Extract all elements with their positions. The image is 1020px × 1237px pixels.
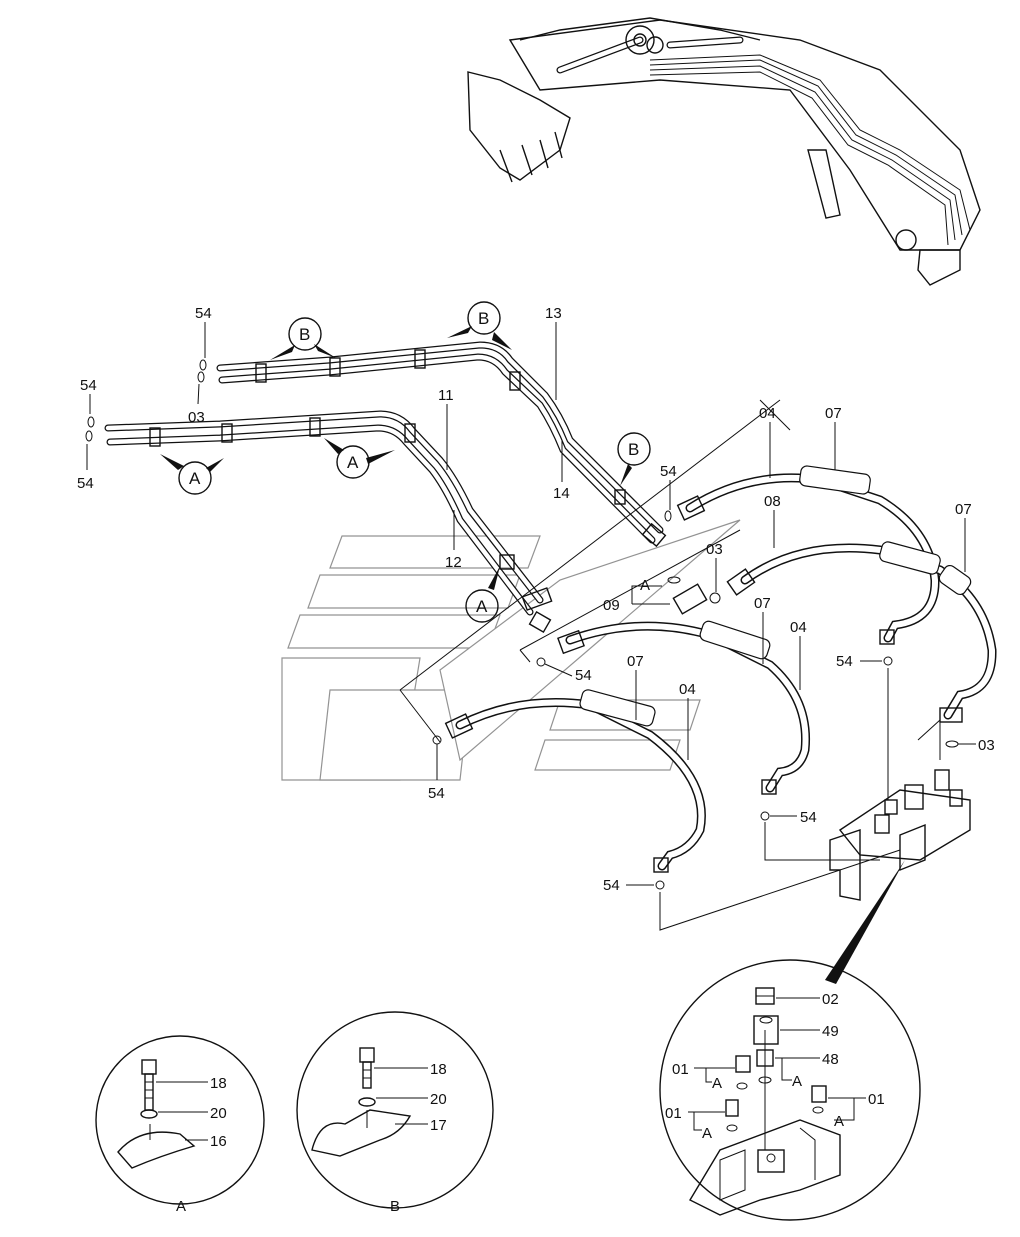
label-54-bottom: 54 bbox=[603, 877, 620, 894]
callout-b-right: B bbox=[628, 440, 639, 459]
detail-a-01-left: A bbox=[712, 1075, 722, 1092]
label-09: 09 bbox=[603, 597, 620, 614]
detail-b-clamp: 18 20 17 B bbox=[296, 1011, 494, 1215]
label-09-a: A bbox=[640, 577, 650, 594]
detail-a-48: A bbox=[792, 1073, 802, 1090]
detail-a-01-right: A bbox=[834, 1113, 844, 1130]
pipe-labels: 13 14 11 12 54 03 54 54 bbox=[77, 305, 570, 571]
assembly-lines bbox=[399, 399, 941, 931]
label-13: 13 bbox=[545, 305, 562, 322]
label-03-top: 03 bbox=[188, 409, 205, 426]
detail-b-label-20: 20 bbox=[430, 1091, 447, 1108]
detail-a-label-18: 18 bbox=[210, 1075, 227, 1092]
label-54-left-bottom: 54 bbox=[77, 475, 94, 492]
detail-label-48: 48 bbox=[822, 1051, 839, 1068]
detail-label-49: 49 bbox=[822, 1023, 839, 1040]
detail-b-label-18: 18 bbox=[430, 1061, 447, 1078]
label-04-low: 04 bbox=[679, 681, 696, 698]
label-07-top: 07 bbox=[825, 405, 842, 422]
label-07-mid: 07 bbox=[754, 595, 771, 612]
label-54-valve: 54 bbox=[800, 809, 817, 826]
callouts: B B B A A A bbox=[160, 301, 651, 623]
label-03-right: 03 bbox=[978, 737, 995, 754]
detail-label-01-left: 01 bbox=[672, 1061, 689, 1078]
detail-pointer bbox=[825, 860, 905, 984]
detail-label-01-right: 01 bbox=[868, 1091, 885, 1108]
callout-a-left: A bbox=[189, 469, 201, 488]
label-12: 12 bbox=[445, 554, 462, 571]
label-54-mid: 54 bbox=[575, 667, 592, 684]
label-07-low: 07 bbox=[627, 653, 644, 670]
label-54-left-top: 54 bbox=[80, 377, 97, 394]
detail-a-clamp: 18 20 16 A bbox=[95, 1035, 265, 1215]
valve-block bbox=[829, 769, 971, 901]
detail-valve-fittings: 02 49 48 A 01 A 01 A 01 A bbox=[659, 959, 921, 1221]
hose-labels: 04 07 08 07 03 09 A 54 07 04 07 04 54 54… bbox=[428, 405, 995, 894]
callout-b-mid: B bbox=[478, 309, 489, 328]
label-04-mid: 04 bbox=[790, 619, 807, 636]
label-54-low: 54 bbox=[428, 785, 445, 802]
label-07-right: 07 bbox=[955, 501, 972, 518]
detail-b-caption: B bbox=[390, 1198, 400, 1215]
detail-a-label-20: 20 bbox=[210, 1105, 227, 1122]
label-08: 08 bbox=[764, 493, 781, 510]
detail-a-01-lowerleft: A bbox=[702, 1125, 712, 1142]
detail-b-label-17: 17 bbox=[430, 1117, 447, 1134]
callout-a-low: A bbox=[476, 597, 488, 616]
detail-a-label-16: 16 bbox=[210, 1133, 227, 1150]
label-03-mid: 03 bbox=[706, 541, 723, 558]
label-11: 11 bbox=[438, 387, 454, 404]
callout-a-mid: A bbox=[347, 453, 359, 472]
label-14: 14 bbox=[553, 485, 570, 502]
excavator-overview bbox=[467, 17, 981, 286]
label-54-top: 54 bbox=[195, 305, 212, 322]
detail-label-02: 02 bbox=[822, 991, 839, 1008]
detail-a-caption: A bbox=[176, 1198, 186, 1215]
steel-pipes bbox=[85, 341, 672, 634]
label-54-topright: 54 bbox=[836, 653, 853, 670]
label-54-hose-top: 54 bbox=[660, 463, 677, 480]
detail-label-01-lowerleft: 01 bbox=[665, 1105, 682, 1122]
callout-b-left: B bbox=[299, 325, 310, 344]
label-04-top: 04 bbox=[759, 405, 776, 422]
